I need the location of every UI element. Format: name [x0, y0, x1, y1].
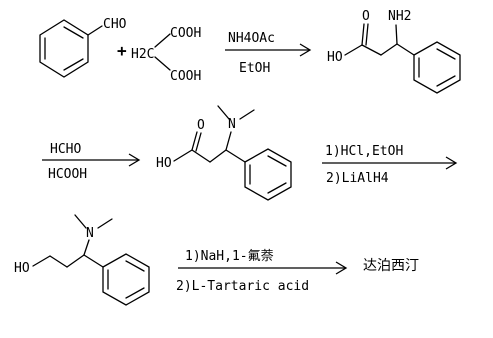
step2-solvent: HCOOH [48, 167, 87, 182]
step4-resolution: 2)L-Tartaric acid [176, 279, 309, 294]
product1-o: O [362, 9, 370, 24]
step2-reagent: HCHO [50, 142, 81, 157]
step1-reagent: NH4OAc [228, 31, 275, 46]
step4-arrow: 1)NaH,1-氟萘 2)L-Tartaric acid [176, 249, 348, 294]
dimethylamino-acid: HO O N [156, 105, 292, 201]
product2-ho: HO [156, 156, 172, 171]
step3-arrow: 1)HCl,EtOH 2)LiAlH4 [322, 144, 458, 186]
malonic-cooh-top: COOH [170, 26, 201, 41]
product1-ho: HO [327, 50, 343, 65]
benzaldehyde: CHO [39, 17, 127, 78]
malonic-cooh-bottom: COOH [170, 69, 201, 84]
plus-sign: + [117, 41, 127, 60]
product1-nh2: NH2 [388, 9, 411, 24]
step3-reductant: 2)LiAlH4 [326, 171, 389, 186]
step3-reagent: 1)HCl,EtOH [325, 144, 403, 159]
step2-arrow: HCHO HCOOH [42, 142, 141, 182]
step4-reagent: 1)NaH,1-氟萘 [185, 249, 274, 264]
final-product-name: 达泊西汀 [363, 258, 419, 274]
product3-ho: HO [14, 261, 30, 276]
product2-o: O [197, 118, 205, 133]
product2-n: N [228, 117, 236, 132]
step1-arrow: NH4OAc EtOH [225, 31, 312, 76]
product3-n: N [86, 226, 94, 241]
malonic-ch2-label: H2C [131, 47, 154, 62]
amino-alcohol: HO N [14, 214, 150, 306]
step1-solvent: EtOH [239, 61, 270, 76]
aldehyde-label: CHO [103, 17, 127, 32]
beta-amino-acid: HO O NH2 [327, 9, 461, 94]
malonic-acid: H2C COOH COOH [131, 26, 201, 84]
